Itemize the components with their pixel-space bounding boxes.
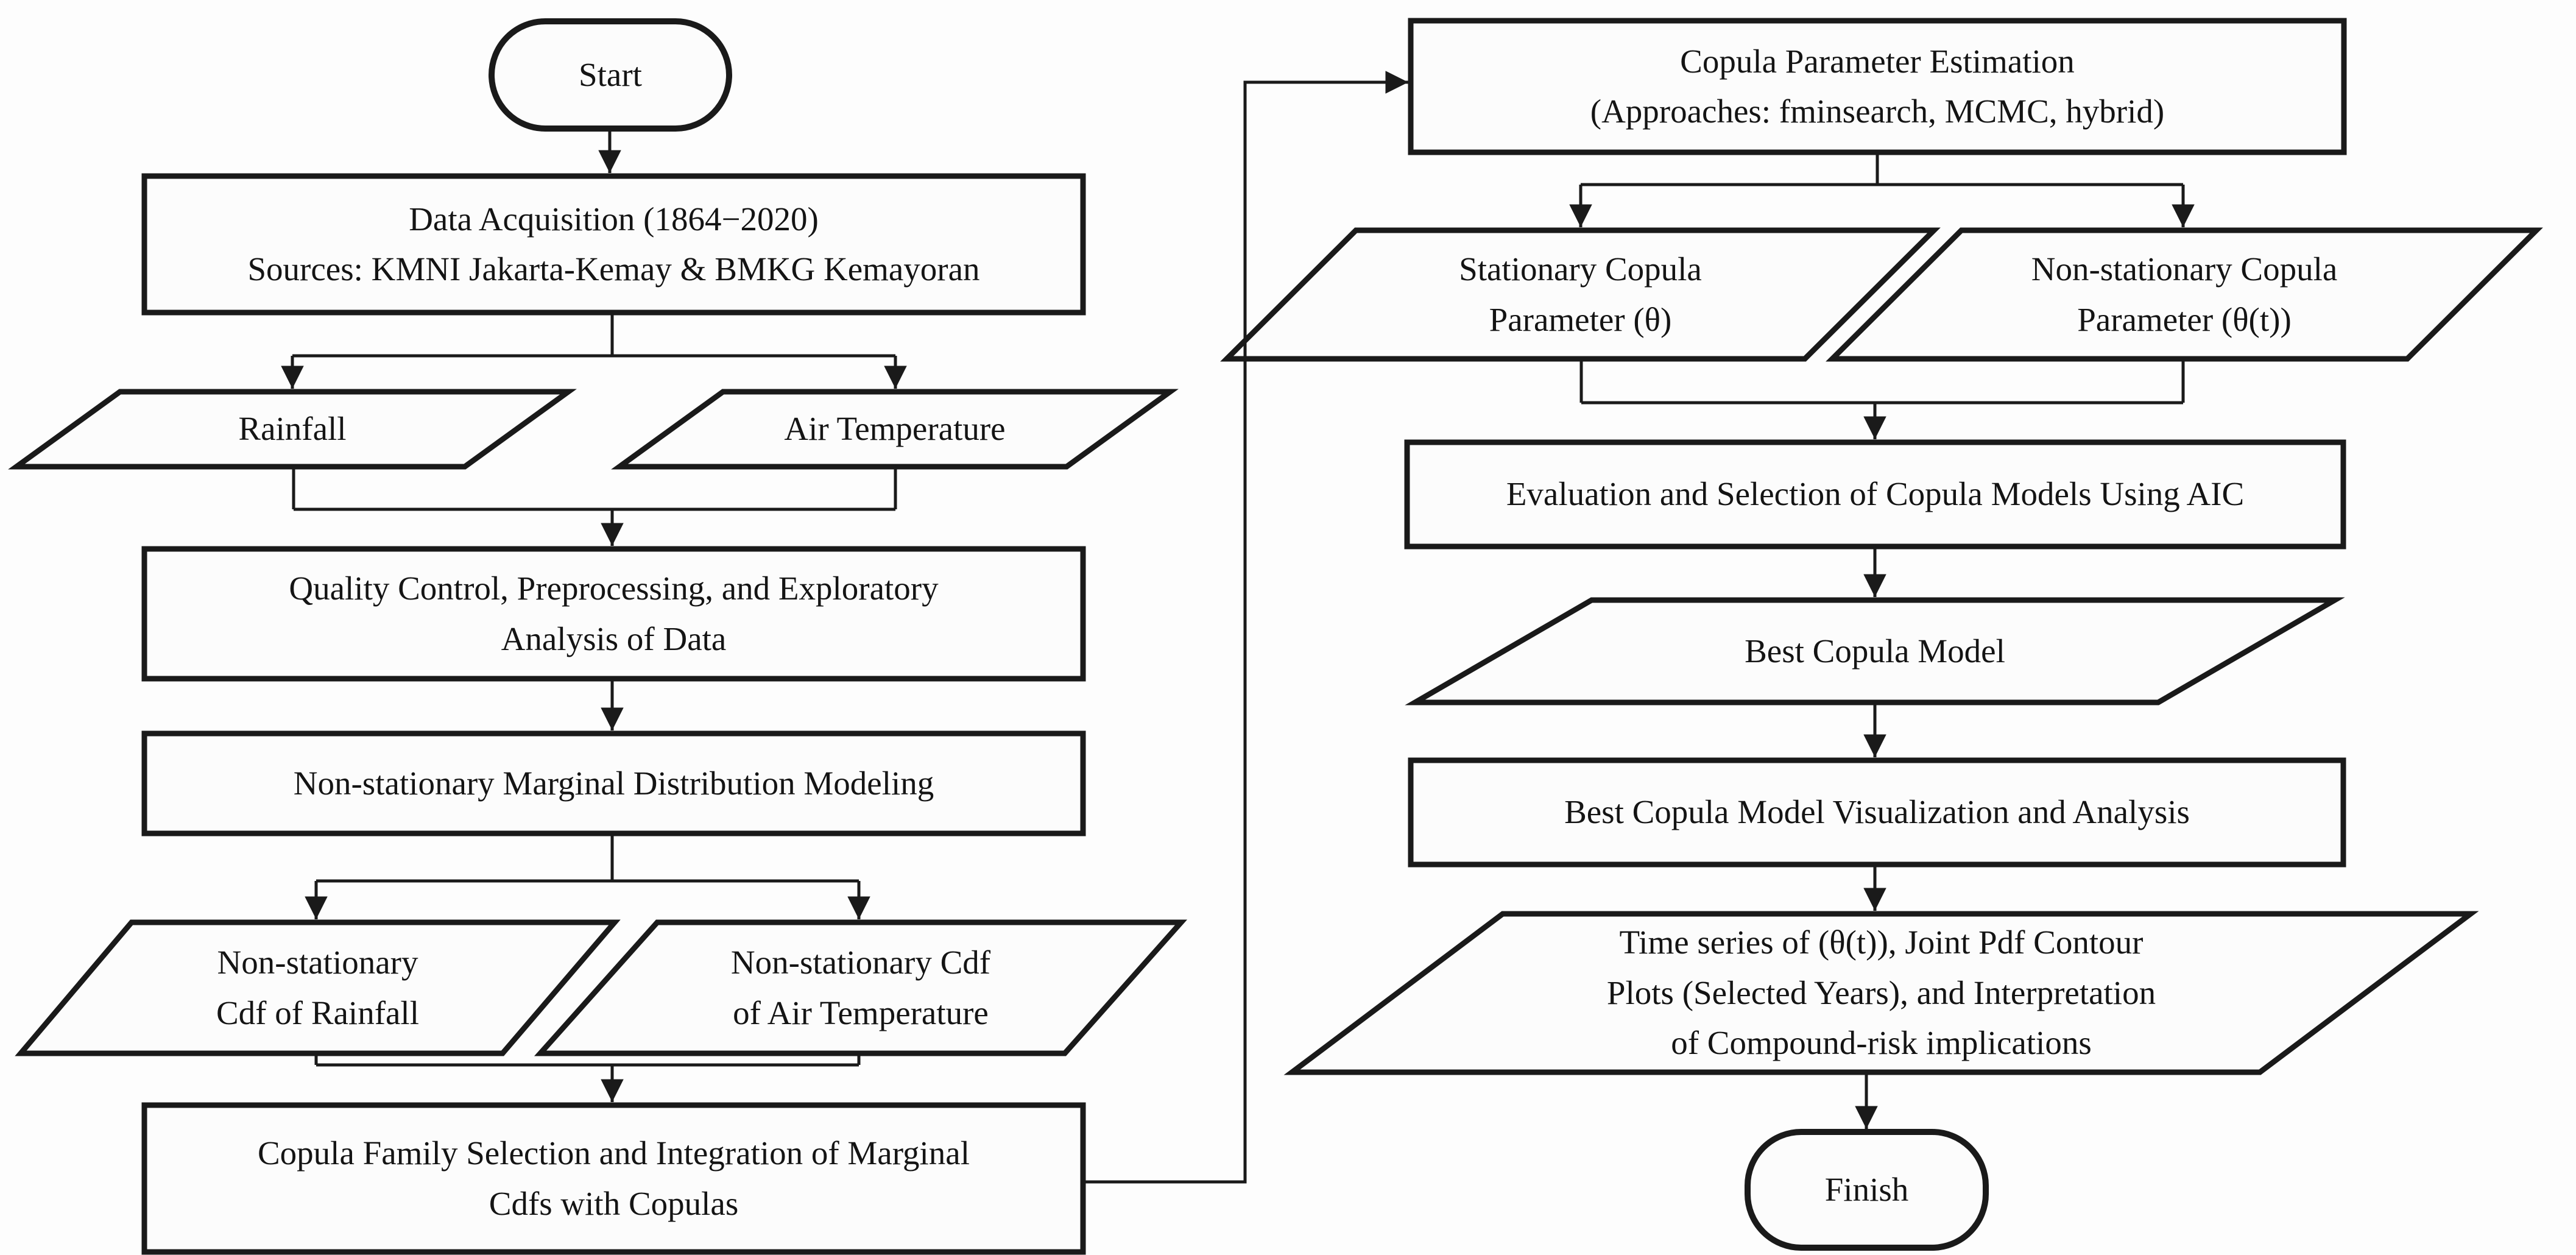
marginal-modeling-shape [141, 730, 1086, 836]
best-model-visualization-shape [1408, 757, 2346, 868]
air-temperature-parallelogram-shape [611, 389, 1179, 470]
cdf-air-temperature-parallelogram-shape [534, 919, 1188, 1056]
copula-parameter-estimation-shape [1408, 18, 2347, 155]
junction-parameters-merge [1579, 359, 2185, 405]
junction-inputs-merge [292, 467, 897, 511]
node-shapes [8, 18, 2543, 1255]
best-copula-model-parallelogram-shape [1405, 597, 2345, 705]
quality-control-shape [141, 546, 1086, 682]
arrow-family-to-parameter-estimation [1083, 71, 1408, 1184]
rainfall-parallelogram-shape [8, 389, 577, 470]
start-terminator-shape [489, 18, 732, 132]
junction-marginal-split [316, 833, 859, 883]
connectors [281, 71, 2195, 1184]
data-acquisition-shape [141, 173, 1086, 316]
copula-family-selection-shape [141, 1102, 1086, 1255]
results-interpretation-parallelogram-shape [1283, 911, 2479, 1075]
cdf-rainfall-parallelogram-shape [15, 919, 621, 1056]
finish-terminator-shape [1745, 1129, 1989, 1251]
junction-estimation-split [1581, 152, 2183, 186]
junction-data-acquisition-split [292, 313, 895, 358]
junction-cdfs-merge [314, 1053, 861, 1067]
evaluation-aic-shape [1404, 439, 2346, 550]
stationary-parameter-parallelogram-shape [1220, 227, 1941, 362]
nonstationary-parameter-parallelogram-shape [1826, 227, 2543, 362]
